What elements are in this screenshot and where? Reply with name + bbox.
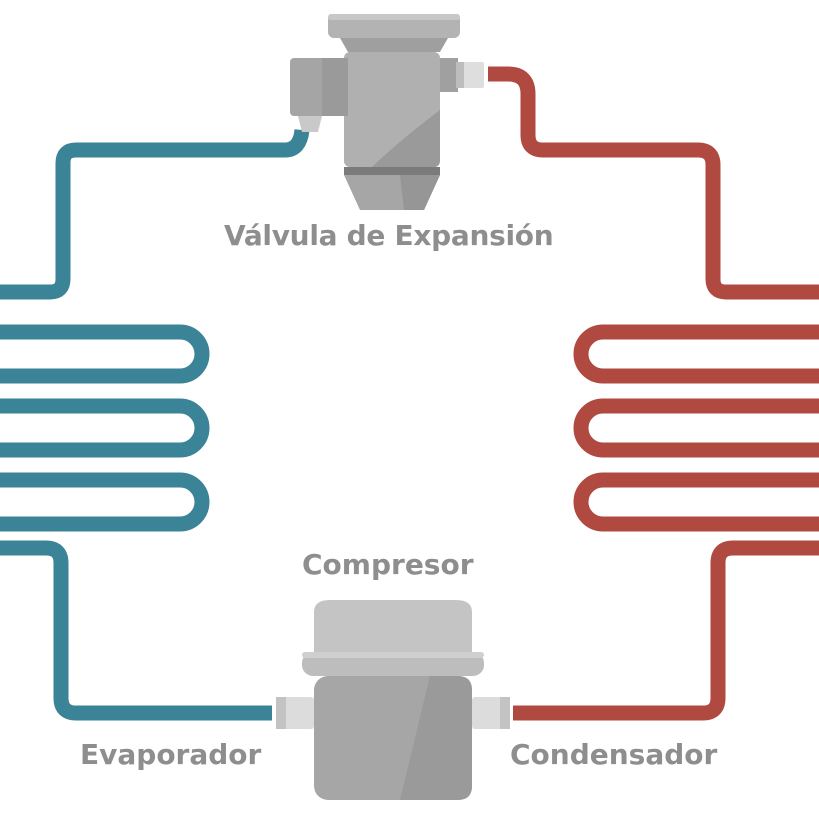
condenser-label: Condensador <box>510 738 718 771</box>
hot-line <box>488 66 819 721</box>
hot-line-top <box>488 66 819 300</box>
compressor-icon <box>276 600 510 800</box>
cold-line-top <box>0 128 310 300</box>
expansion-valve-label: Válvula de Expansión <box>224 219 554 252</box>
cold-line-bottom <box>0 540 272 721</box>
compressor-label: Compresor <box>302 548 474 581</box>
evaporator-coil <box>0 324 210 532</box>
cold-line <box>0 128 310 721</box>
condenser-coil <box>573 324 819 532</box>
expansion-valve-icon <box>290 14 484 210</box>
evaporator-label: Evaporador <box>80 738 262 771</box>
hot-line-bottom <box>513 540 819 721</box>
